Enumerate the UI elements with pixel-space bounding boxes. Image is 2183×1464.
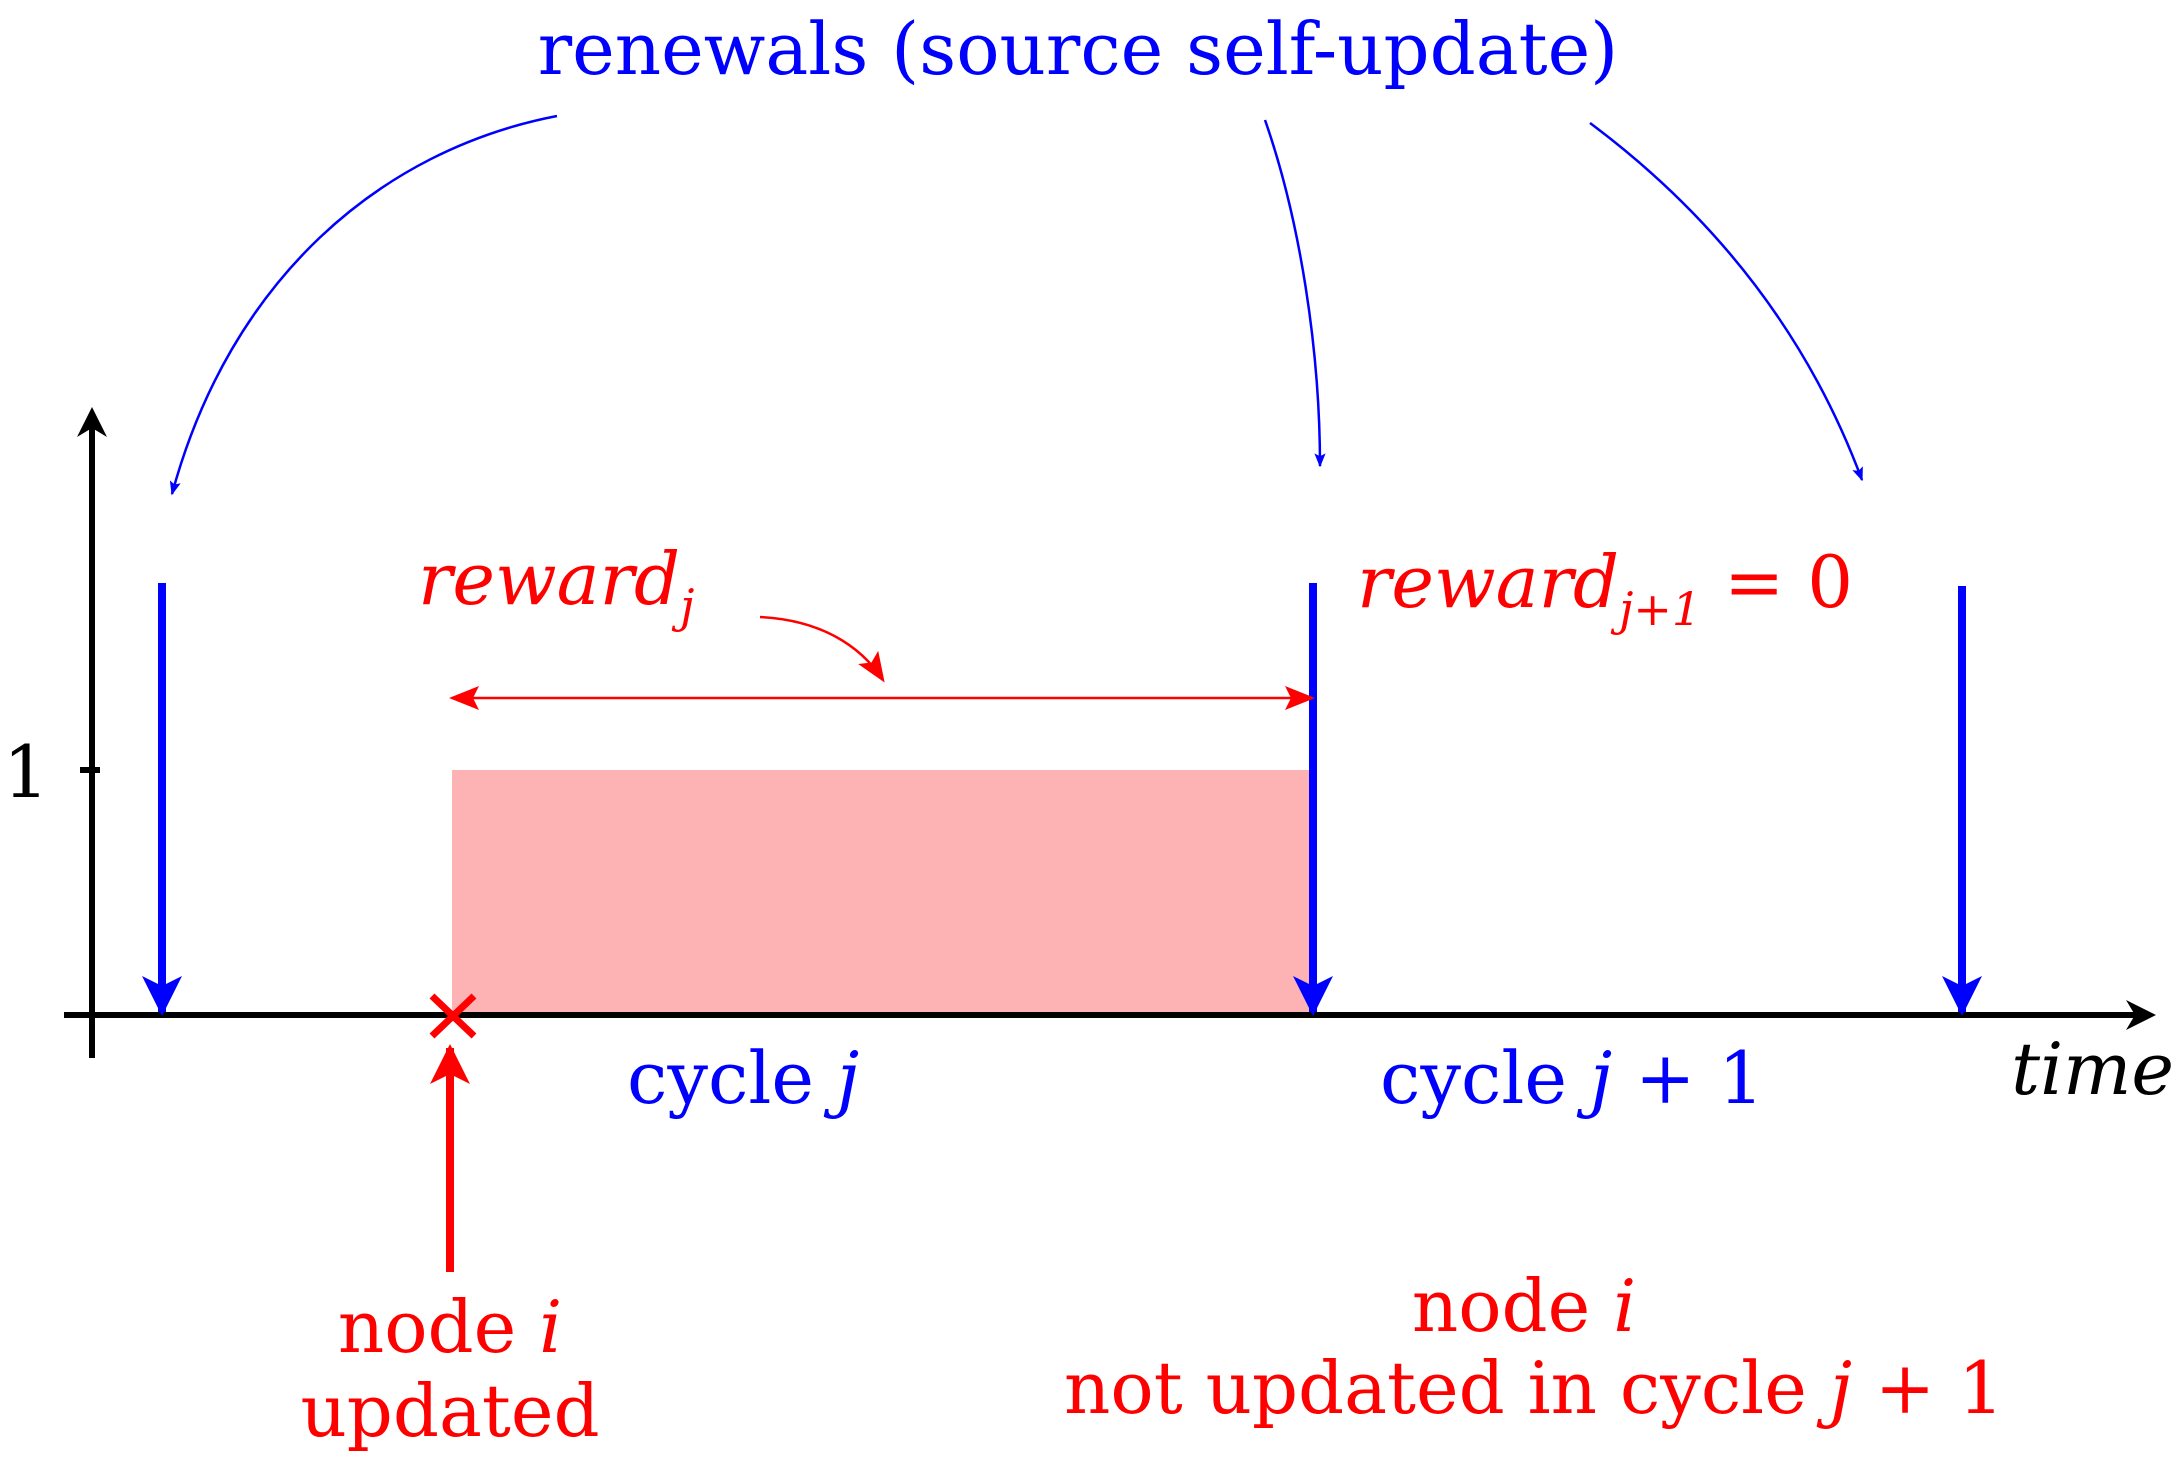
node-not-updated-line2-suffix: + 1: [1852, 1346, 2004, 1430]
reward-j1-sub: j+1: [1610, 582, 1701, 636]
cycle-j1-suffix: + 1: [1612, 1036, 1764, 1120]
node-not-updated-line2-text: not updated in cycle: [1064, 1346, 1830, 1430]
reward-pointer: [759, 615, 885, 683]
node-not-updated-line1: node i: [1412, 1264, 1636, 1348]
node-updated-line2: updated: [300, 1369, 599, 1453]
cycle-j-text: cycle: [627, 1036, 837, 1120]
node-not-updated-var: i: [1613, 1264, 1636, 1348]
update-cross-icon: [429, 993, 477, 1039]
node-not-updated-line2: not updated in cycle j + 1: [1064, 1346, 2004, 1430]
cycle-j1-label: cycle j + 1: [1380, 1036, 1764, 1120]
reward-j1-label: rewardj+1 = 0: [1357, 540, 1853, 636]
node-updated-var: i: [539, 1285, 562, 1369]
reward-j1-base: reward: [1357, 540, 1619, 624]
node-updated-text: node: [338, 1285, 539, 1369]
time-axis-label: time: [2011, 1027, 2174, 1111]
reward-area: [452, 770, 1310, 1015]
renewal-pointer-1: [169, 114, 558, 496]
renewal-pointer-2: [1263, 119, 1326, 468]
cycle-j1-text: cycle: [1380, 1036, 1590, 1120]
node-updated-line1: node i: [338, 1285, 562, 1369]
renewals-label: renewals (source self-update): [538, 7, 1619, 91]
node-not-updated-text: node: [1412, 1264, 1613, 1348]
reward-j-base: reward: [418, 537, 680, 621]
reward-j-label: rewardj: [418, 537, 694, 633]
renewal-pointer-3: [1589, 121, 1864, 482]
y-tick-label: 1: [3, 730, 49, 814]
reward-j1-suffix: = 0: [1701, 540, 1853, 624]
cycle-j-label: cycle j: [627, 1036, 859, 1120]
